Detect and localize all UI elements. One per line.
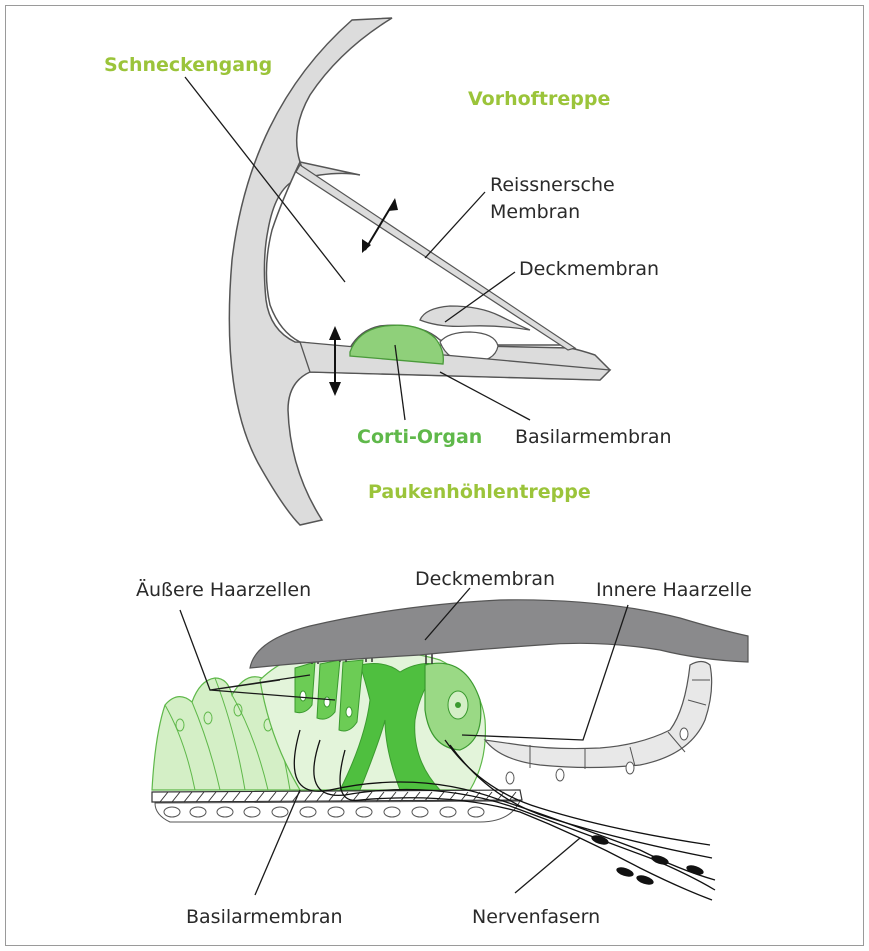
label-reissner-line1: Reissnersche: [490, 174, 615, 196]
outer-sulcus-cells: [485, 662, 712, 768]
label-reissner-line2: Membran: [490, 201, 580, 223]
label-innere-haarzelle: Innere Haarzelle: [596, 579, 752, 601]
label-vorhoftreppe: Vorhoftreppe: [468, 88, 610, 110]
label-paukenhoehlentreppe: Paukenhöhlentreppe: [368, 481, 591, 503]
label-schneckengang: Schneckengang: [104, 54, 272, 76]
label-deckmembran-bottom: Deckmembran: [415, 568, 555, 590]
tectorial-membrane-detail: [250, 600, 748, 668]
label-basilar-bottom: Basilarmembran: [186, 906, 343, 928]
corti-organ-detail: [152, 588, 748, 900]
label-aeussere-haarzellen: Äußere Haarzellen: [136, 578, 311, 601]
label-corti: Corti-Organ: [357, 426, 482, 448]
tympanic-cell-row: [155, 801, 520, 822]
leader-basilar-top: [440, 372, 530, 420]
leader-nervenfasern: [515, 838, 580, 893]
label-deckmembran-top: Deckmembran: [519, 258, 659, 280]
label-basilar-top: Basilarmembran: [515, 426, 672, 448]
label-nervenfasern: Nervenfasern: [472, 906, 600, 928]
leader-reissner: [425, 192, 485, 258]
